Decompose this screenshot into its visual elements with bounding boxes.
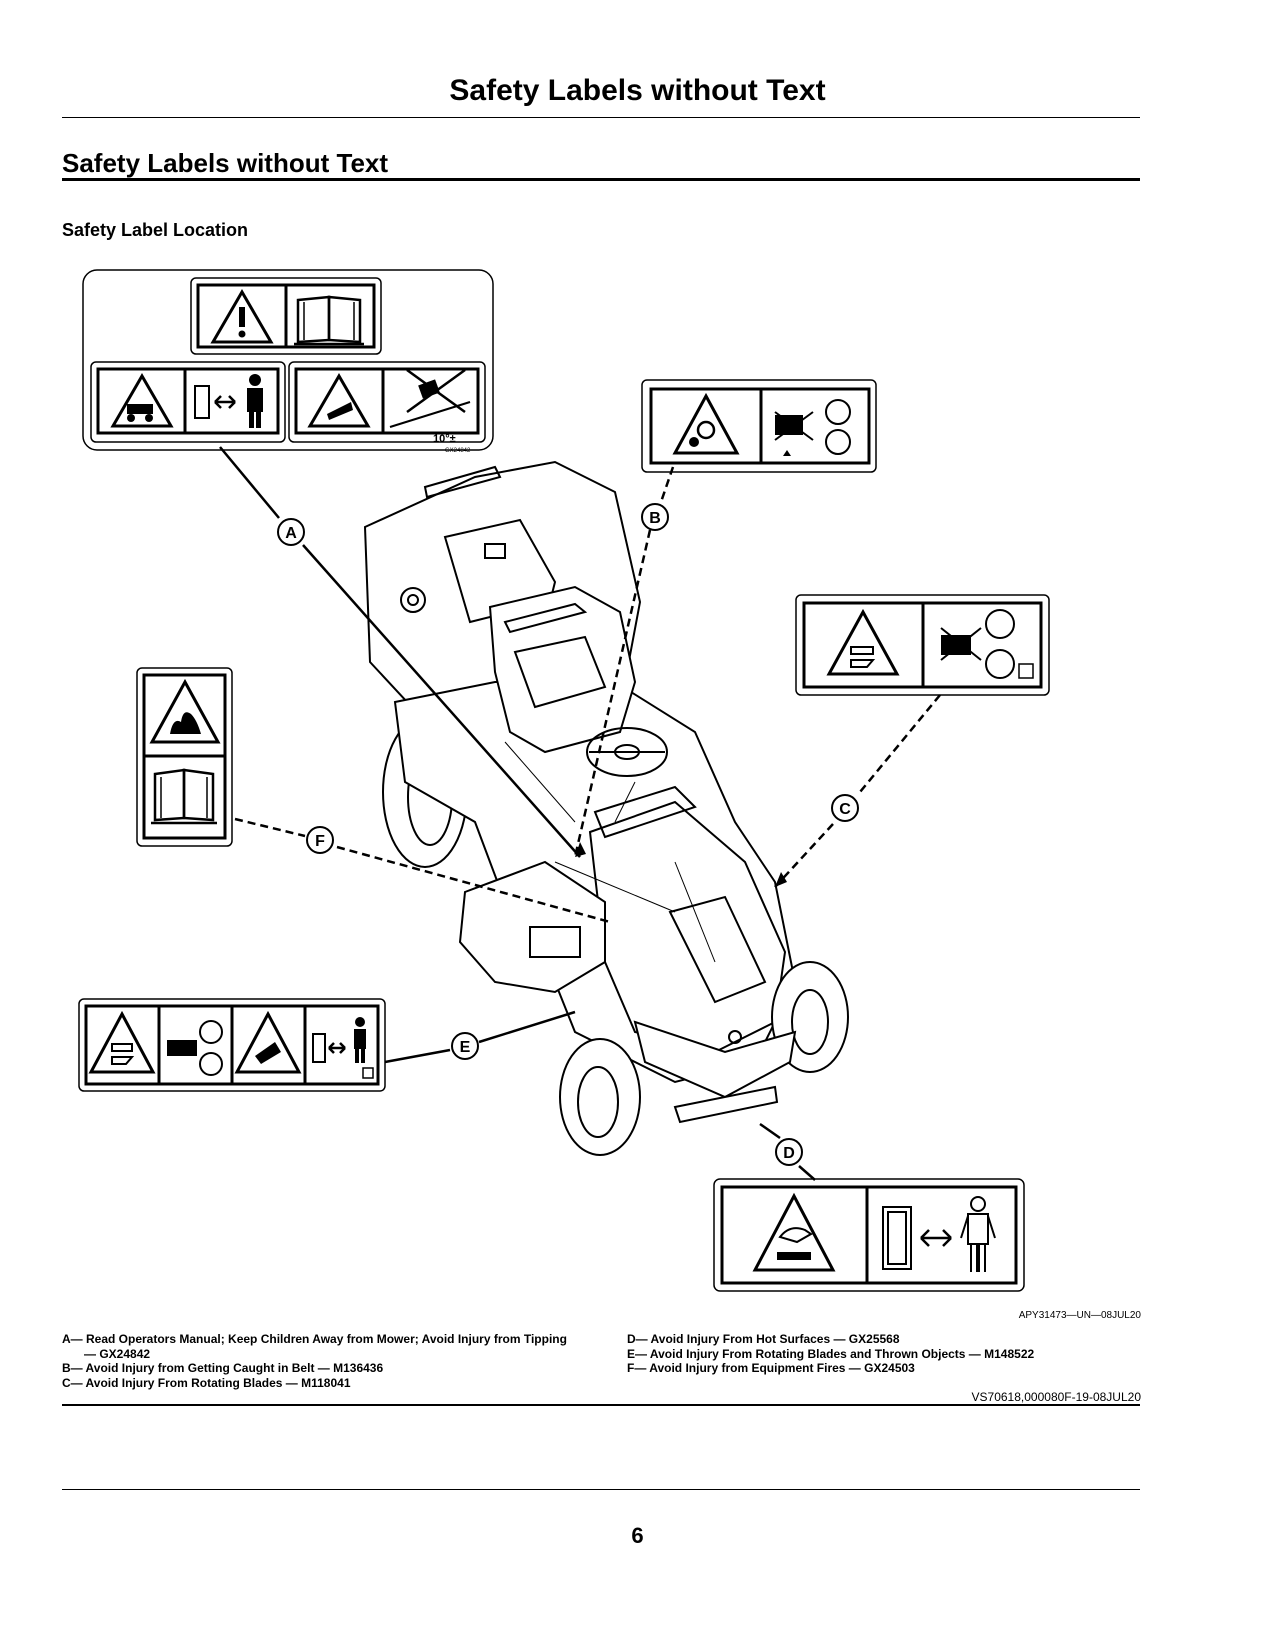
section-title: Safety Labels without Text: [62, 148, 389, 178]
label-f-panel: [136, 667, 233, 847]
warning-triangle-icon: [210, 289, 274, 344]
legend-right-column: D— Avoid Injury From Hot Surfaces — GX25…: [627, 1332, 1147, 1376]
svg-text:C: C: [839, 801, 851, 818]
leader-lines: [219, 446, 941, 1181]
rollover-warning-icon: [307, 373, 371, 428]
page-header-title: Safety Labels without Text: [449, 74, 826, 107]
safety-label-location-figure: A B C D E F: [75, 262, 1085, 1322]
label-a-angle-text: 10°±: [433, 433, 456, 445]
keep-children-away-icon: [194, 374, 263, 428]
legend-item-a: A— Read Operators Manual; Keep Children …: [62, 1332, 567, 1361]
legend-item-d: D— Avoid Injury From Hot Surfaces — GX25…: [627, 1332, 900, 1346]
svg-text:D: D: [783, 1145, 795, 1162]
hand-in-belt-icon: [774, 399, 851, 456]
legend-item-f: F— Avoid Injury from Equipment Fires — G…: [627, 1361, 915, 1375]
header-divider: [62, 117, 1140, 118]
hand-blade-contact-icon: [940, 609, 1034, 679]
page-number: 6: [631, 1523, 644, 1548]
callout-c: C: [831, 794, 859, 822]
label-a-part-text: GX24842: [445, 448, 471, 454]
child-runover-warning-icon: [110, 373, 174, 428]
svg-text:B: B: [649, 510, 661, 527]
rotating-blades-warning-icon: [826, 608, 900, 676]
legend-item-b: B— Avoid Injury from Getting Caught in B…: [62, 1361, 384, 1375]
svg-text:A: A: [285, 525, 297, 542]
subsection-title: Safety Label Location: [62, 220, 249, 240]
hot-surface-warning-icon: [752, 1192, 836, 1272]
label-e-panel: [78, 998, 386, 1092]
callout-e: E: [451, 1032, 479, 1060]
label-c-panel: [795, 594, 1050, 696]
legend-item-e: E— Avoid Injury From Rotating Blades and…: [627, 1346, 1035, 1361]
label-a-panel: [82, 269, 494, 451]
callout-a: A: [277, 518, 305, 546]
label-b-panel: [641, 379, 877, 473]
callout-d: D: [775, 1138, 803, 1166]
callout-f: F: [306, 826, 334, 854]
legend-left-column: A— Read Operators Manual; Keep Children …: [62, 1332, 582, 1390]
rotating-blades-warning-icon-e: [88, 1010, 156, 1074]
document-reference: VS70618,000080F-19-08JUL20: [971, 1390, 1141, 1404]
section-divider: [62, 178, 1140, 181]
callout-b: B: [641, 503, 669, 531]
svg-text:E: E: [460, 1039, 471, 1056]
operator-manual-icon: [294, 295, 364, 346]
fire-warning-icon: [149, 678, 221, 744]
keep-bystanders-away-icon: [312, 1017, 374, 1079]
hand-blade-contact-icon-e: [167, 1020, 223, 1076]
slope-tipping-icon: [389, 368, 471, 428]
figure-id: APY31473—UN—08JUL20: [1018, 1310, 1141, 1321]
keep-away-from-hot-surface-icon: [882, 1196, 996, 1272]
operator-manual-icon-f: [151, 768, 217, 825]
belt-entanglement-warning-icon: [672, 392, 740, 455]
page-footer-divider: [62, 1489, 1140, 1490]
footer-content-divider: [62, 1404, 1140, 1406]
svg-text:F: F: [315, 833, 325, 850]
legend-item-c: C— Avoid Injury From Rotating Blades — M…: [62, 1375, 351, 1390]
thrown-objects-warning-icon: [234, 1010, 302, 1074]
riding-mower-illustration: [363, 460, 849, 1156]
label-d-panel: [713, 1178, 1025, 1292]
